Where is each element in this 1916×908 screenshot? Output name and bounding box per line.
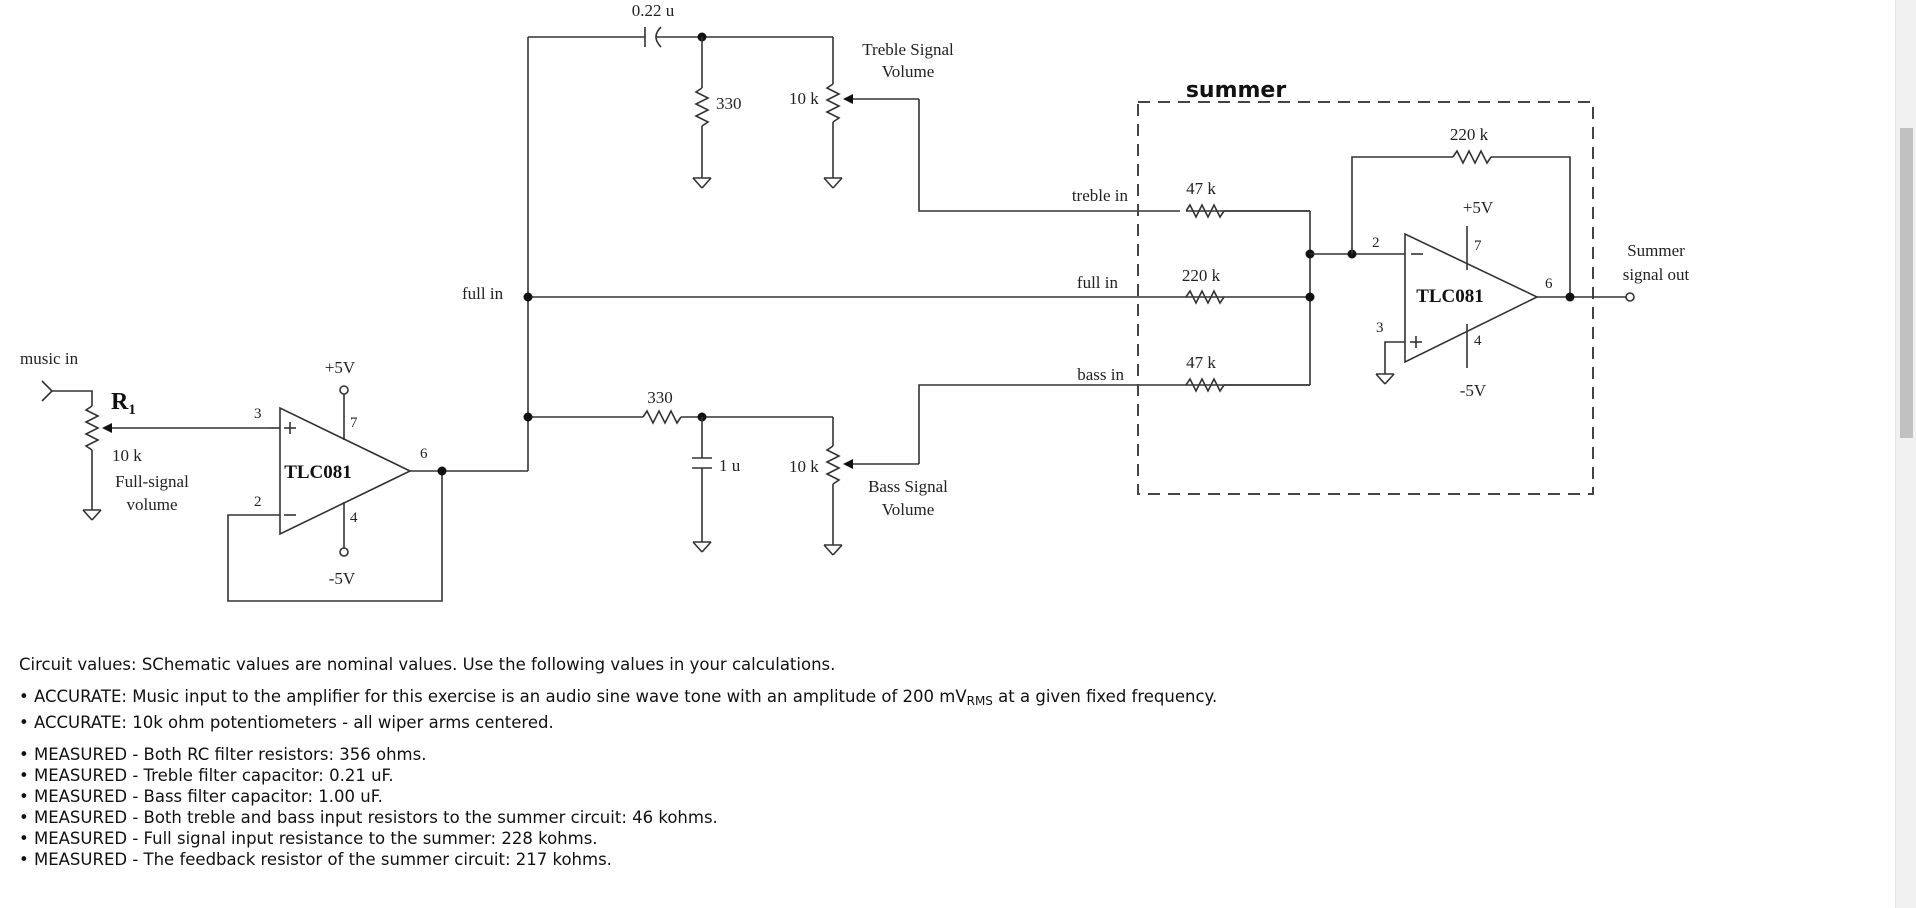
- opamp-2-vplus: +5V: [1463, 198, 1494, 217]
- treble-pot-value: 10 k: [789, 89, 819, 108]
- opamp-2-pin2: 2: [1372, 235, 1380, 251]
- music-input-terminal: [41, 380, 93, 406]
- summer-box: [1137, 101, 1594, 495]
- opamp-1-pin7: 7: [350, 415, 358, 431]
- accurate-item: ACCURATE: 10k ohm potentiometers - all w…: [19, 712, 1859, 733]
- summer-title: summer: [1186, 78, 1287, 103]
- treble-res-value: 330: [716, 94, 742, 113]
- measured-values-list: MEASURED - Both RC filter resistors: 356…: [19, 744, 1859, 870]
- bass-volume-label-2: Volume: [882, 500, 935, 519]
- opamp-1-vminus: -5V: [329, 569, 356, 588]
- pot1-desc-label: Full-signal: [115, 472, 189, 491]
- bass-cap-value: 1 u: [719, 456, 741, 475]
- opamp-1-name: TLC081: [284, 462, 352, 483]
- measured-item: MEASURED - The feedback resistor of the …: [19, 849, 1859, 870]
- bass-res-value: 330: [647, 388, 673, 407]
- treble-volume-label-2: Volume: [882, 62, 935, 81]
- accurate-item: ACCURATE: Music input to the amplifier f…: [19, 686, 1859, 712]
- measured-item: MEASURED - Bass filter capacitor: 1.00 u…: [19, 786, 1859, 807]
- circuit-values-intro: Circuit values: SChematic values are nom…: [19, 655, 836, 674]
- full-in-res-value: 220 k: [1182, 266, 1221, 285]
- measured-item: MEASURED - Full signal input resistance …: [19, 828, 1859, 849]
- bass-volume-label: Bass Signal: [868, 477, 948, 496]
- opamp-2-pin7: 7: [1474, 238, 1482, 254]
- signal-distribution-wires: [523, 36, 1310, 471]
- summer-input-resistors: [1180, 203, 1405, 393]
- bass-in-label: bass in: [1077, 365, 1124, 384]
- measured-item: MEASURED - Both treble and bass input re…: [19, 807, 1859, 828]
- opamp-1-pin6: 6: [420, 446, 428, 462]
- feedback-resistor: [1351, 149, 1571, 297]
- music-in-label: music in: [20, 349, 79, 368]
- bass-pot-value: 10 k: [789, 457, 819, 476]
- opamp-2-vminus: -5V: [1460, 381, 1487, 400]
- treble-in-label: treble in: [1072, 186, 1129, 205]
- opamp-2-pin6: 6: [1545, 276, 1553, 292]
- treble-in-res-value: 47 k: [1186, 179, 1216, 198]
- opamp-2: [1375, 226, 1635, 385]
- r1-label: R1: [111, 389, 136, 418]
- opamp-1-vplus: +5V: [325, 358, 356, 377]
- measured-item: MEASURED - Both RC filter resistors: 356…: [19, 744, 1859, 765]
- full-in-label-left: full in: [462, 284, 504, 303]
- summer-output-label: Summer: [1627, 241, 1685, 260]
- bass-filter: [642, 384, 1310, 556]
- opamp-1-pin4: 4: [350, 510, 358, 526]
- full-in-label: full in: [1077, 273, 1119, 292]
- opamp-1: [227, 385, 528, 602]
- feedback-res-value: 220 k: [1450, 125, 1489, 144]
- treble-filter: [644, 26, 1310, 212]
- opamp-2-pin3: 3: [1376, 320, 1384, 336]
- pot1-desc-label-2: volume: [127, 495, 178, 514]
- r1-potentiometer: [82, 405, 268, 521]
- treble-volume-label: Treble Signal: [862, 40, 954, 59]
- accurate-values-list: ACCURATE: Music input to the amplifier f…: [19, 686, 1859, 733]
- opamp-1-pin3: 3: [254, 406, 262, 422]
- measured-item: MEASURED - Treble filter capacitor: 0.21…: [19, 765, 1859, 786]
- vertical-scrollbar[interactable]: [1895, 0, 1916, 908]
- circuit-values-notes: Circuit values: SChematic values are nom…: [19, 654, 1859, 881]
- opamp-2-name: TLC081: [1416, 286, 1484, 307]
- opamp-1-pin2: 2: [254, 494, 262, 510]
- circuit-schematic: music in R1 10 k Full-signal volume TLC0…: [20, 1, 1690, 602]
- summer-output-label-2: signal out: [1623, 265, 1690, 284]
- treble-cap-value: 0.22 u: [632, 1, 675, 20]
- opamp-2-pin4: 4: [1474, 333, 1482, 349]
- bass-in-res-value: 47 k: [1186, 353, 1216, 372]
- pot1-value-label: 10 k: [112, 446, 142, 465]
- scrollbar-thumb[interactable]: [1900, 128, 1913, 438]
